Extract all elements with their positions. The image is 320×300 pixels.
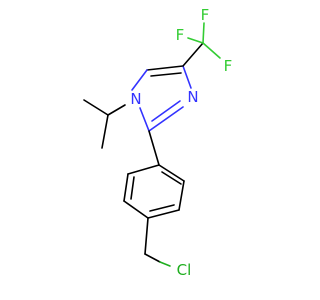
atom-n3-label: N bbox=[187, 88, 198, 106]
bond-ar1-ar2 bbox=[158, 164, 185, 182]
structure-diagram: N N F F F Cl bbox=[83, 6, 233, 279]
molecule-canvas: N N F F F Cl bbox=[83, 6, 233, 279]
bond-ch2-cl bbox=[159, 261, 171, 267]
bond-ar2-ar3 bbox=[178, 180, 185, 211]
bond-ch-me1 bbox=[83, 99, 109, 116]
bond-c4-cf3 bbox=[182, 42, 204, 67]
atom-n1-label: N bbox=[130, 90, 141, 108]
bond-ar5-ar6-double bbox=[130, 176, 135, 200]
bond-cf3-f-left bbox=[187, 37, 204, 44]
bond-n3-c2-double bbox=[151, 100, 181, 122]
bond-cf3-f-right bbox=[202, 42, 221, 59]
bond-n1-ch bbox=[107, 104, 126, 116]
bond-ch2-cl-c bbox=[144, 253, 161, 263]
bond-cf3-f-top bbox=[202, 22, 205, 44]
atom-f-left-label: F bbox=[176, 26, 185, 44]
bond-c4-n3 bbox=[182, 65, 192, 89]
bond-c2-aryl bbox=[148, 130, 160, 166]
atom-cl-label: Cl bbox=[177, 261, 192, 279]
bond-c5-n1 bbox=[131, 69, 148, 91]
bond-ar4-ar5 bbox=[123, 200, 149, 219]
atom-f-right-label: F bbox=[224, 57, 233, 75]
bond-c5-c4-double bbox=[150, 72, 182, 77]
bond-n1-c2 bbox=[139, 107, 150, 132]
bond-n3-c2 bbox=[148, 106, 184, 132]
bond-ar4-ch2 bbox=[144, 217, 149, 255]
bond-ar5-ar6 bbox=[123, 173, 129, 202]
bond-ar3-ar4 bbox=[147, 209, 180, 219]
bond-c5-c4 bbox=[146, 65, 184, 71]
bond-ar3-ar4-double bbox=[149, 204, 175, 212]
atom-f-top-label: F bbox=[201, 6, 210, 24]
bond-ch-me2 bbox=[101, 114, 109, 149]
bond-ar6-ar1 bbox=[127, 164, 160, 175]
bond-ar1-ar2-double bbox=[161, 171, 182, 185]
